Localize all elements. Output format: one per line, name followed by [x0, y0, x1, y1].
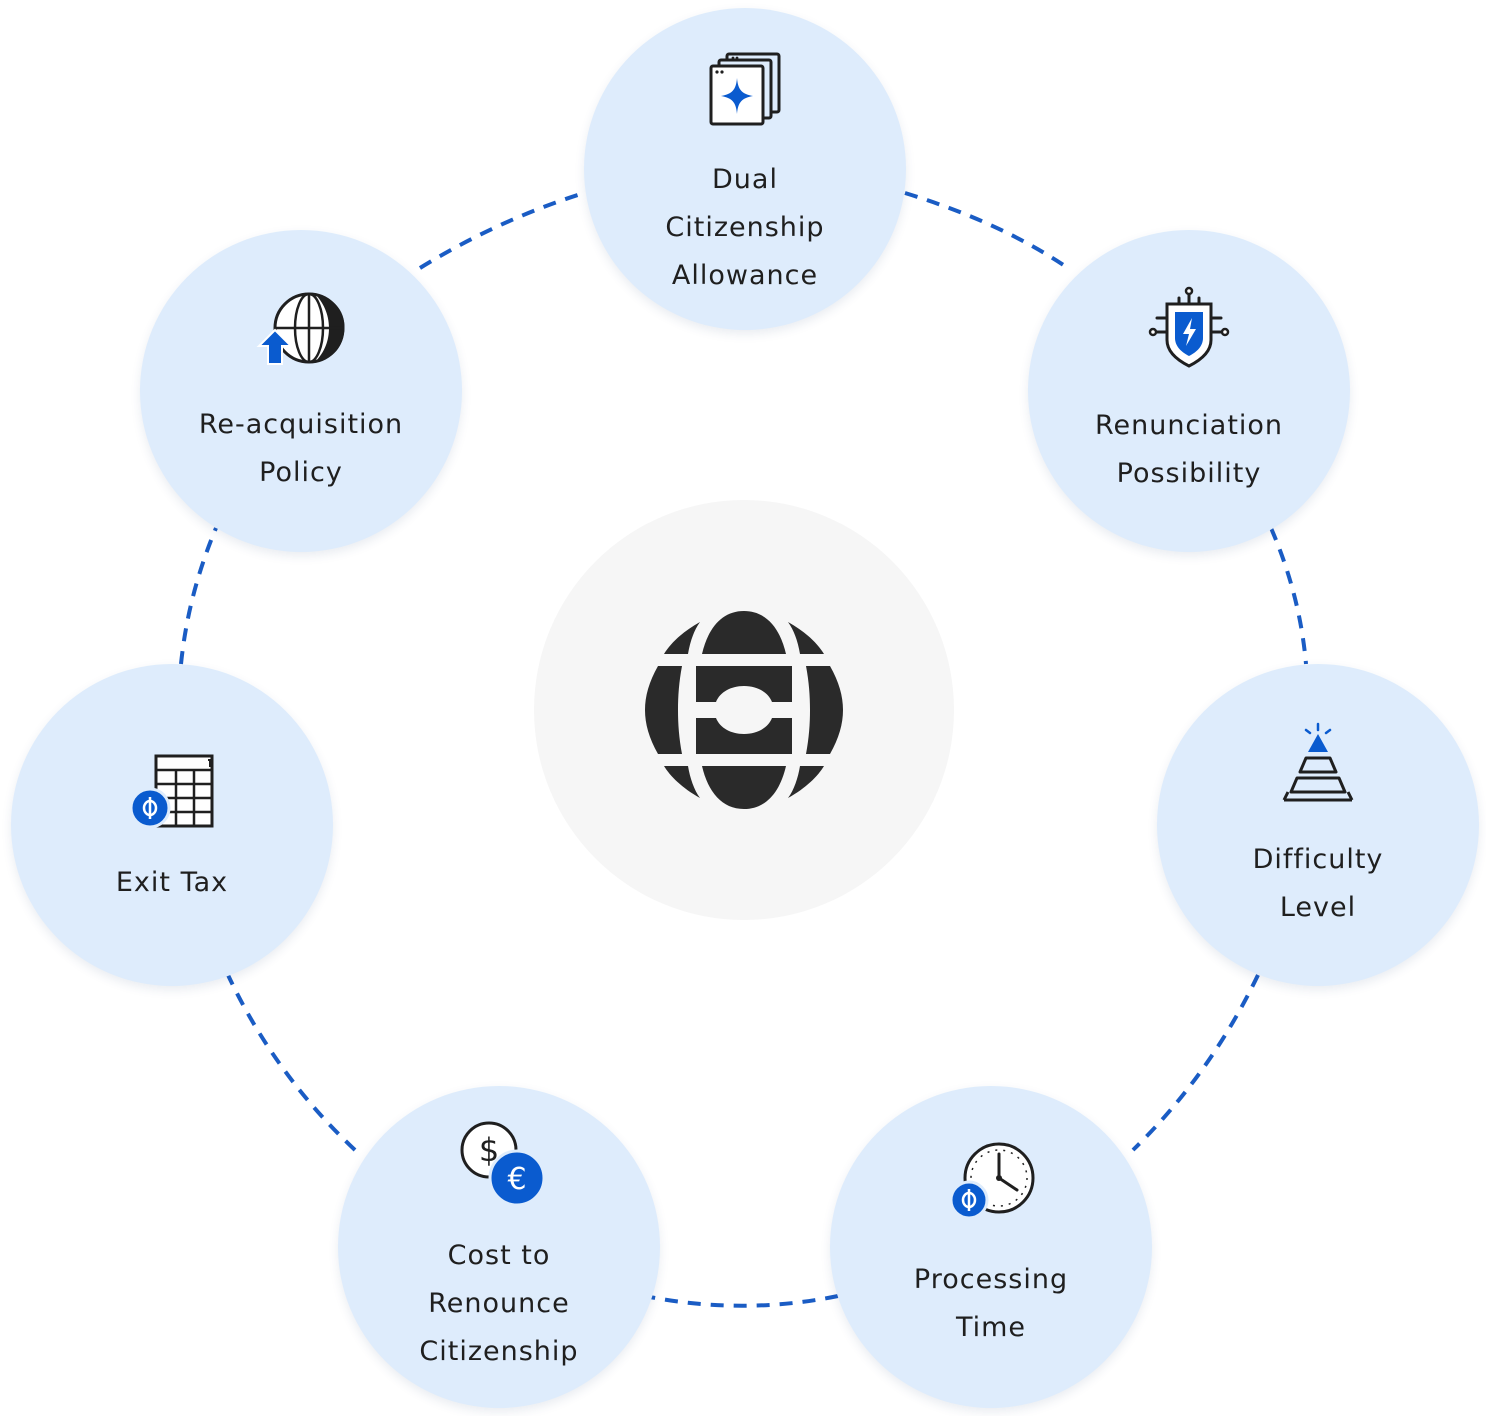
connector-exit-reacq	[179, 527, 218, 665]
node-label-line: Difficulty	[1252, 844, 1384, 875]
node-label-line: Exit Tax	[115, 867, 229, 898]
connector-reacq-dual	[418, 191, 585, 270]
node-label-line: Allowance	[671, 260, 819, 291]
node-label-line: Level	[1279, 892, 1357, 923]
node-renunciation-possibility: Renunciation Possibility	[1028, 230, 1350, 552]
node-exit-tax: Exit Tax	[11, 664, 333, 986]
node-cost-to-renounce-citizenship: $ € Cost to Renounce Citizenship	[338, 1086, 660, 1408]
globe-icon	[645, 611, 843, 809]
hub-circle	[534, 500, 954, 920]
spreadsheet-coin-icon	[129, 754, 214, 829]
node-dual-citizenship-allowance: Dual Citizenship Allowance	[584, 8, 906, 330]
clock-coin-icon	[949, 1142, 1035, 1220]
node-reacquisition-policy: Re-acquisition Policy	[140, 230, 462, 552]
node-label-line: Citizenship	[419, 1336, 579, 1367]
node-label-line: Renounce	[428, 1288, 570, 1319]
node-label-line: Policy	[259, 457, 343, 488]
node-label-line: Time	[955, 1312, 1027, 1343]
svg-text:€: €	[507, 1162, 526, 1197]
connector-processing-cost	[649, 1294, 839, 1308]
node-label-line: Dual	[712, 164, 778, 195]
connector-renunciation-difficulty	[1269, 527, 1308, 665]
dollar-euro-coins-icon: $ €	[460, 1121, 546, 1207]
node-label-line: Processing	[913, 1264, 1069, 1295]
node-difficulty-level: Difficulty Level	[1157, 664, 1479, 986]
connector-difficulty-processing	[1131, 974, 1260, 1152]
node-label-line: Cost to	[447, 1240, 551, 1271]
svg-text:$: $	[479, 1131, 499, 1169]
circuit-shield-icon	[1148, 286, 1230, 368]
sparkle-windows-icon	[709, 52, 781, 126]
node-processing-time: Processing Time	[830, 1086, 1152, 1408]
node-label-line: Renunciation	[1094, 410, 1284, 441]
connector-dual-renunciation	[904, 191, 1070, 270]
connector-cost-exit	[226, 974, 357, 1152]
pyramid-icon	[1282, 722, 1354, 802]
node-label-line: Citizenship	[665, 212, 825, 243]
globe-arrow-up-icon	[256, 292, 345, 365]
node-label-line: Re-acquisition	[198, 409, 404, 440]
node-label-line: Possibility	[1116, 458, 1262, 489]
